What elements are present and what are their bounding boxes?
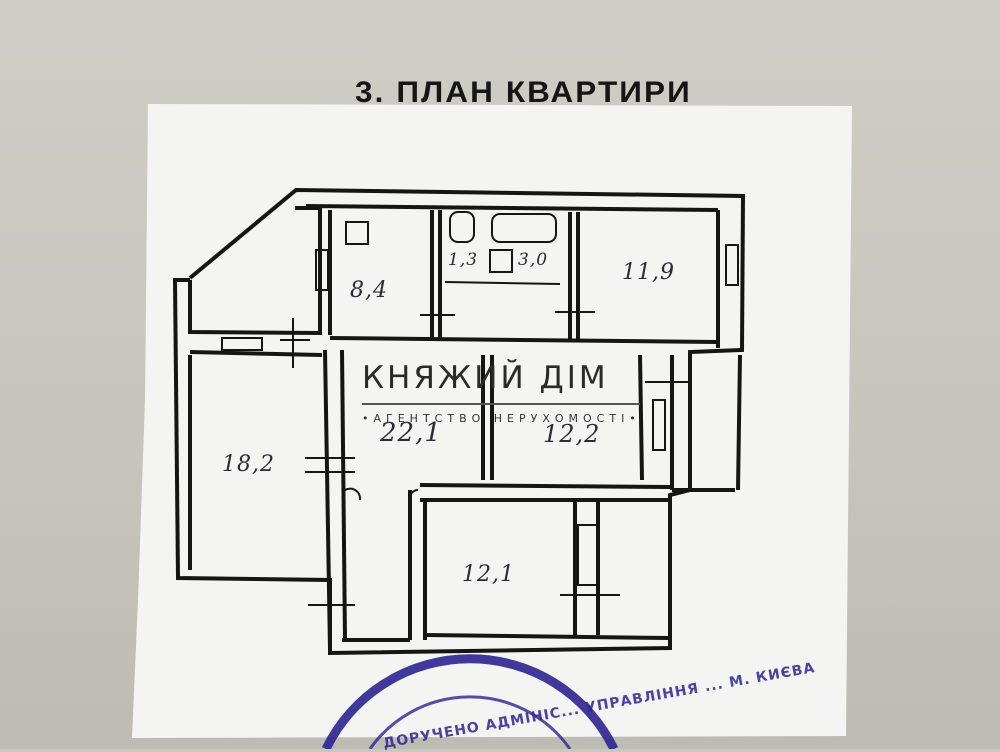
watermark-divider xyxy=(362,403,640,405)
stamp-outer-ring xyxy=(321,654,619,749)
watermark-logo: КНЯЖИЙ ДІМ xyxy=(362,360,609,396)
room-area-label: 18,2 xyxy=(222,452,275,477)
watermark-subtitle: •АГЕНТСТВО НЕРУХОМОСТІ• xyxy=(362,412,641,425)
sink-icon xyxy=(449,211,475,243)
door-arc-icon xyxy=(344,487,362,501)
window-icon xyxy=(221,337,263,351)
room-area-label: 8,4 xyxy=(350,278,388,303)
window-icon xyxy=(315,249,329,291)
window-icon xyxy=(725,244,739,286)
window-icon xyxy=(577,524,599,586)
room-area-label: 12,1 xyxy=(462,562,515,587)
room-area-label: 22,1 xyxy=(380,418,442,448)
window-icon xyxy=(652,399,666,451)
stamp-inner-ring xyxy=(368,695,572,749)
toilet-icon xyxy=(489,249,513,273)
stove-icon xyxy=(345,221,369,245)
bathtub-icon xyxy=(491,213,557,243)
room-area-label: 1,3 xyxy=(448,250,479,270)
document-title: 3. ПЛАН КВАРТИРИ xyxy=(355,76,692,109)
walls xyxy=(172,187,746,656)
room-area-label: 12,2 xyxy=(543,420,601,448)
room-area-label: 3,0 xyxy=(518,250,549,270)
door-arc-icon xyxy=(409,489,419,499)
room-area-label: 11,9 xyxy=(622,260,675,285)
fixtures xyxy=(221,211,739,620)
